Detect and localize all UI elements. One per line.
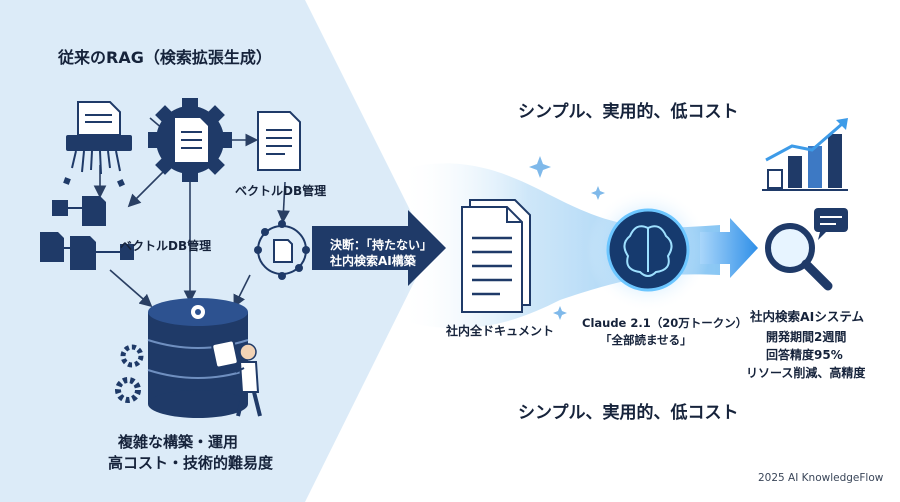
left-panel-title: 従来のRAG（検索拡張生成）	[58, 48, 272, 67]
output-arrow	[700, 218, 758, 278]
brain-icon	[586, 188, 710, 312]
decision-label-line-2: 社内検索AI構築	[330, 254, 416, 268]
worker-icon	[211, 339, 262, 417]
right-headline-top: シンプル、実用的、低コスト	[518, 102, 739, 122]
system-title: 社内検索AIシステム	[750, 309, 864, 324]
decision-arrow	[312, 210, 446, 286]
claude-label-line-1: Claude 2.1（20万トークン）	[582, 316, 748, 330]
system-detail-3: リソース削減、高精度	[746, 366, 866, 380]
right-headline-bottom: シンプル、実用的、低コスト	[518, 403, 739, 423]
vector-db-label-middle: ベクトルDB管理	[120, 239, 212, 253]
database-icon	[147, 298, 249, 418]
claude-label-line-2: 「全部読ませる」	[600, 333, 692, 347]
shredder-icon	[63, 101, 132, 187]
documents-label: 社内全ドキュメント	[446, 324, 555, 338]
vector-db-label-top: ベクトルDB管理	[235, 184, 327, 198]
left-panel-caption-line-1: 複雑な構築・運用	[118, 433, 239, 451]
bar-chart-icon	[762, 118, 848, 191]
footer-credit: 2025 AI KnowledgeFlow	[758, 472, 884, 484]
gear-document-icon	[148, 98, 232, 182]
gear-icon	[115, 344, 144, 403]
system-detail-1: 開発期間2週間	[766, 330, 847, 344]
document-cluster-icon	[40, 196, 134, 270]
system-detail-2: 回答精度95%	[766, 348, 843, 362]
network-icon	[254, 220, 310, 280]
document-stack-icon	[461, 199, 531, 313]
document-icon	[257, 111, 301, 171]
sparkle-icon	[529, 156, 605, 320]
decision-label-line-1: 決断：「持たない」	[330, 238, 433, 252]
left-panel-caption-line-2: 高コスト・技術的難易度	[108, 454, 274, 472]
chat-bubble-icon	[814, 208, 848, 240]
magnifier-icon	[765, 223, 833, 291]
